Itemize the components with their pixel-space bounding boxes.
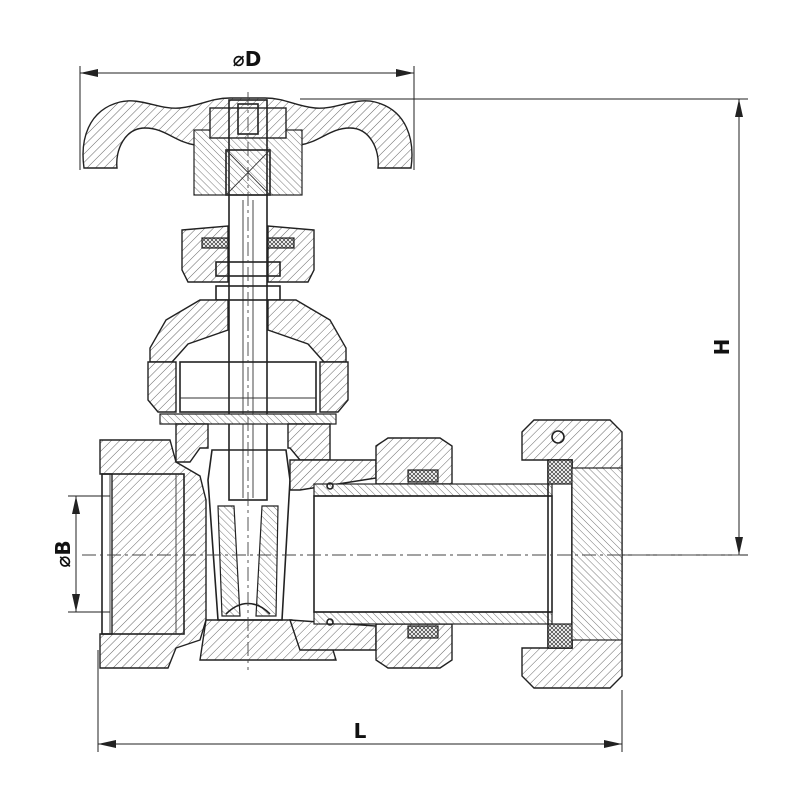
- dimension-length-l: L: [97, 650, 623, 752]
- dimension-diameter-b: ⌀B: [51, 495, 110, 613]
- compression-nut: [375, 437, 453, 669]
- label-diameter-b: ⌀B: [51, 540, 75, 567]
- center-lines: [82, 92, 740, 670]
- dimension-height-h: H: [300, 98, 748, 556]
- handwheel: [82, 97, 413, 196]
- label-diameter-d: ⌀D: [233, 47, 262, 71]
- valve-body: [99, 423, 377, 669]
- label-length-l: L: [354, 719, 367, 743]
- dimension-diameter-d: ⌀D: [79, 47, 415, 170]
- pipe-tail: [313, 482, 553, 626]
- union-nut: [521, 419, 623, 689]
- label-height-h: H: [710, 339, 734, 356]
